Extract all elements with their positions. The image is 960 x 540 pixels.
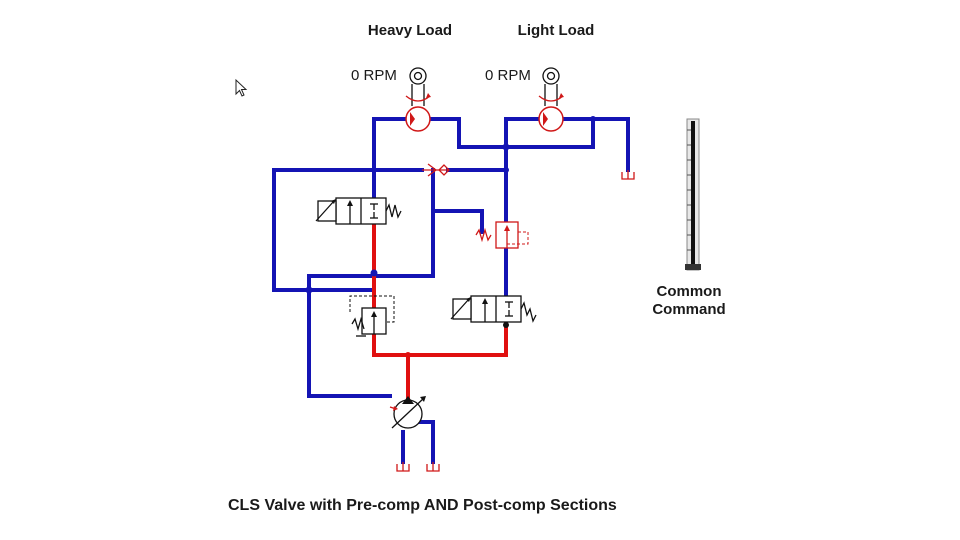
slider-ticks: [687, 129, 691, 251]
right-directional-valve-icon: [450, 295, 537, 323]
tank-lines: [272, 117, 630, 464]
variable-pump-icon: [389, 396, 426, 429]
command-label-line2: Command: [652, 301, 725, 318]
light-load-motor-icon: [538, 106, 564, 132]
shuttle-valve-icon: [422, 163, 450, 177]
common-command-slider[interactable]: [685, 118, 701, 271]
post-comp-compensator-icon: [475, 221, 529, 249]
tank-icon-pump-left: [396, 462, 410, 472]
left-directional-valve-icon: [315, 197, 402, 225]
light-load-shaft-icon: [538, 67, 564, 106]
light-load-rpm: 0 RPM: [485, 67, 531, 84]
pre-comp-compensator-icon: [349, 295, 395, 337]
command-label-line1: Common: [657, 283, 722, 300]
heavy-load-shaft-icon: [405, 67, 431, 106]
slider-handle[interactable]: [685, 264, 701, 270]
arrow-cursor-icon: [235, 78, 248, 97]
tank-icon-right: [621, 170, 635, 180]
pressure-lines: [372, 222, 508, 402]
light-load-title: Light Load: [518, 22, 595, 39]
tank-icon-pump-right: [426, 462, 440, 472]
heavy-load-motor-icon: [405, 106, 431, 132]
heavy-load-rpm: 0 RPM: [351, 67, 397, 84]
diagram-caption: CLS Valve with Pre-comp AND Post-comp Se…: [228, 497, 617, 514]
heavy-load-title: Heavy Load: [368, 22, 452, 39]
junction-dots: [305, 116, 596, 358]
